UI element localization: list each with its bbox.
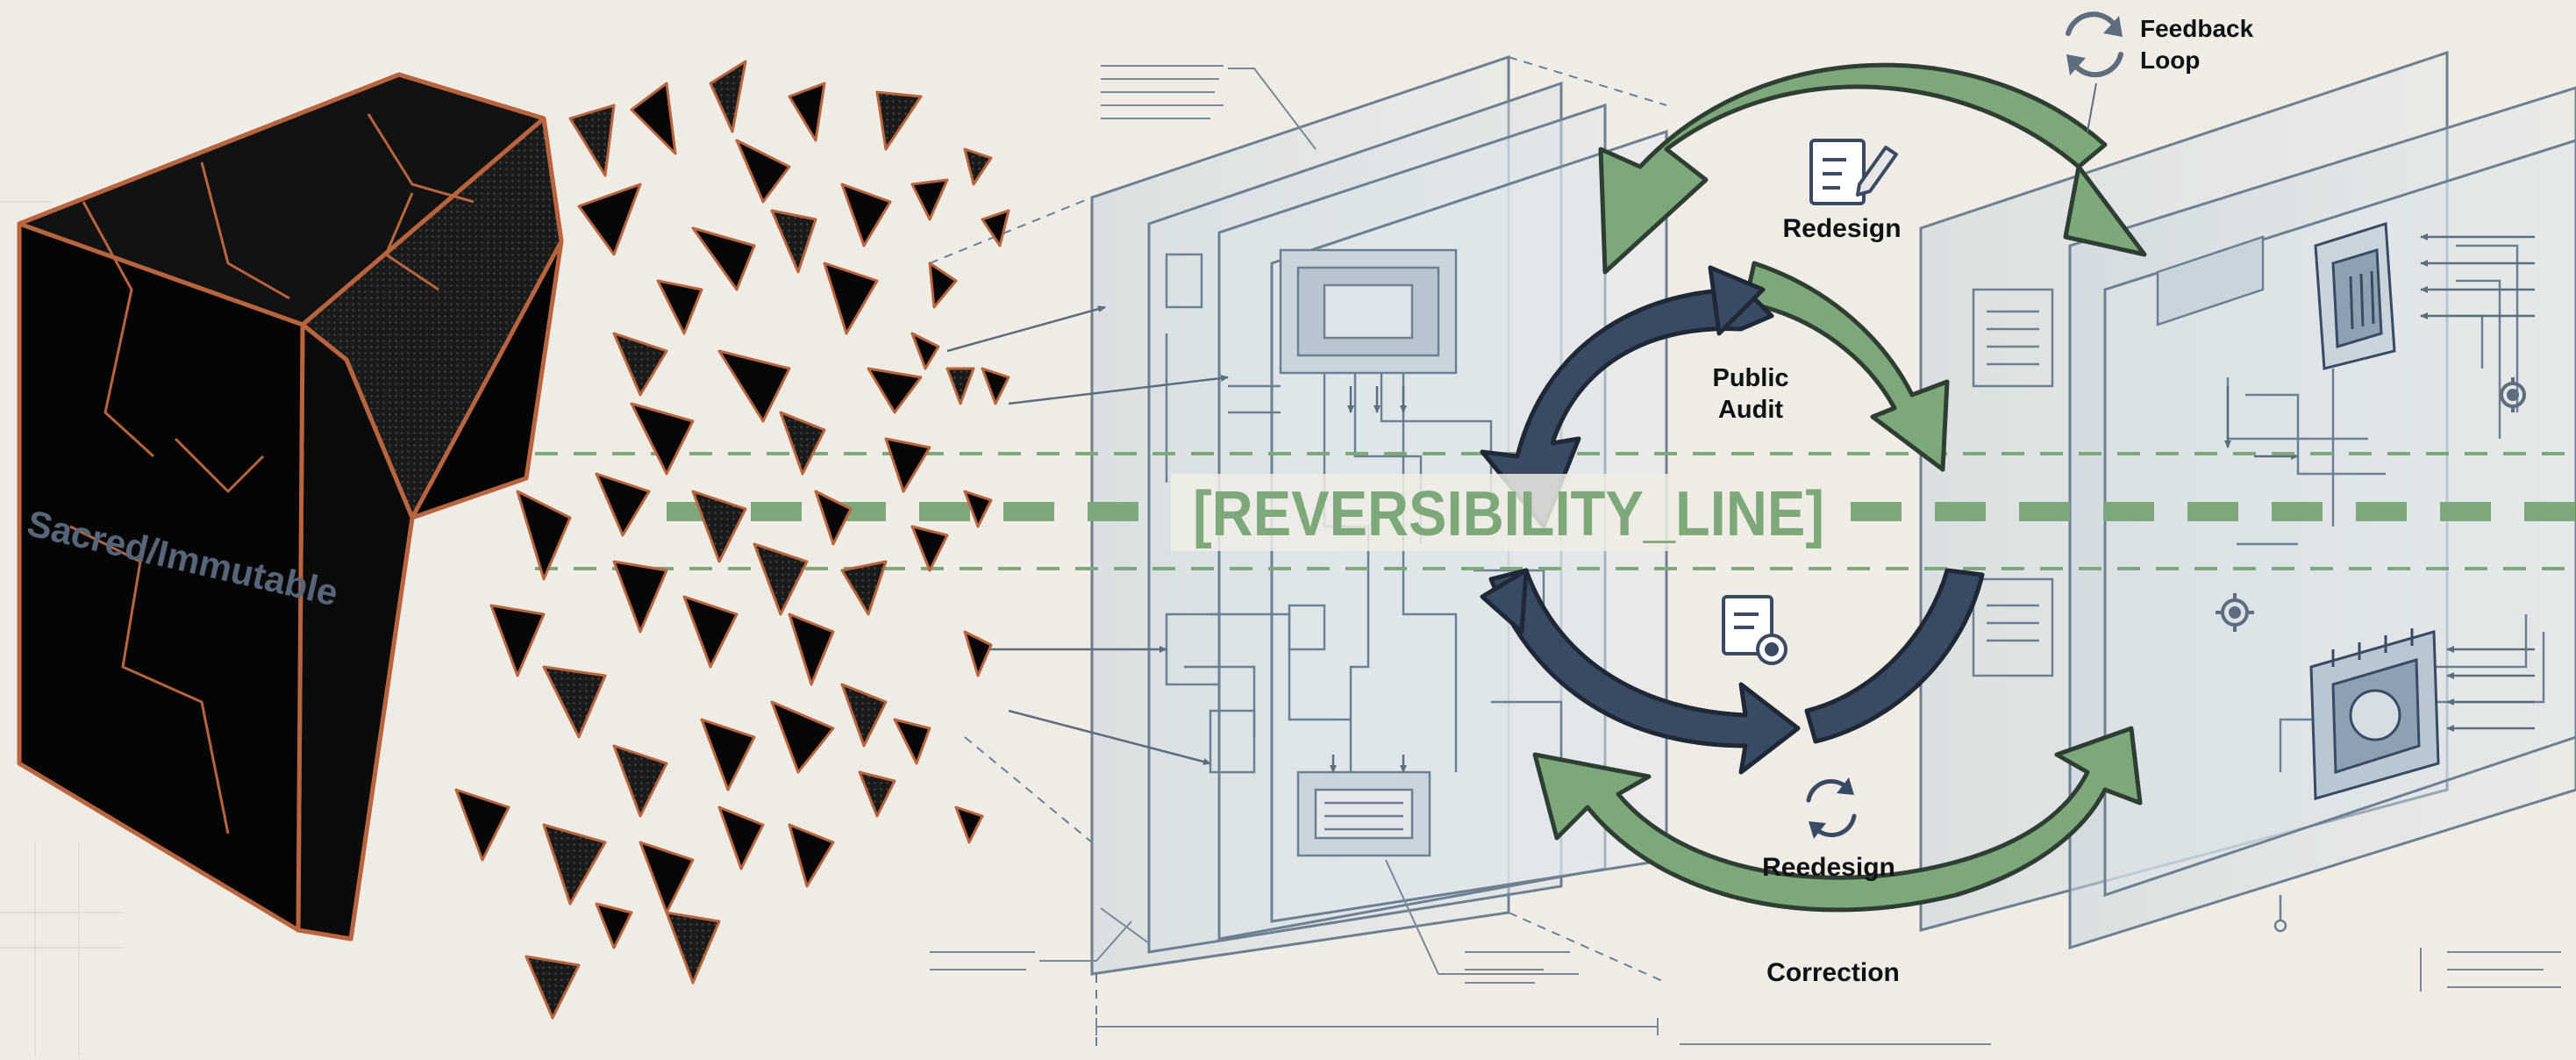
shard-fragment [770,209,817,274]
shard-fragment [709,60,747,133]
shard-fragment [489,604,546,677]
loop-label-correction: Correction [1766,958,1900,987]
shard-fragment [823,261,879,335]
gear-icon [2500,377,2526,412]
shard-fragment [788,82,826,142]
shard-fragment [910,178,949,221]
background-grid [0,201,123,1056]
shard-fragment [612,332,668,397]
shard-fragment [928,261,958,309]
shard-fragment [656,279,703,335]
gear-icon [2216,593,2254,632]
shard-fragment [516,490,572,581]
shard-fragment [665,911,721,985]
loop-label-audit: Audit [1718,396,1783,424]
shard-fragment [788,823,835,888]
shard-fragment [595,902,633,949]
blueprint-inner-modules [1165,248,1579,857]
shard-fragment [524,955,581,1020]
shard-fragment [612,744,668,818]
shard-fragments [454,60,1010,1020]
shard-fragment [884,437,931,493]
loop-arrow-green-bottom [1532,726,2143,913]
blueprint-panels-right [1919,50,2576,950]
feedback-label-line2: Loop [2140,47,2200,74]
document-gear-icon [1722,595,1788,665]
shard-fragment [963,630,993,677]
shard-fragment [595,472,651,537]
shard-fragment [867,367,923,414]
reversibility-label: [REVERSIBILITY_LINE] [1193,479,1824,549]
immutable-cube [17,72,564,942]
shard-fragment [717,806,765,870]
shard-fragment [840,683,888,748]
shard-fragment [630,402,695,476]
blueprint-arrows-left [946,305,1407,773]
shard-fragment [963,490,993,528]
loop-label-public: Public [1712,364,1788,392]
shard-fragment [682,595,739,669]
shard-fragment [779,411,826,476]
shard-fragment [840,560,888,616]
shard-fragment [858,770,896,818]
shard-fragment [630,82,677,155]
shard-fragment [612,560,668,634]
shard-fragment [875,90,923,151]
shard-fragment [770,700,835,774]
shard-fragment [717,349,791,423]
shard-fragment [577,183,642,256]
loop-label-reedesign: Reedesign [1762,853,1895,882]
shard-fragment [542,823,607,906]
reversibility-label-backdrop [1171,474,1846,551]
shard-fragment [945,367,975,405]
shard-fragment [954,806,984,844]
shard-fragment [963,147,993,186]
shard-fragment [910,525,949,572]
shard-fragment [691,226,756,291]
shard-fragment [735,139,791,204]
loop-arrow-green-top [1598,62,2147,275]
shard-fragment [454,788,510,862]
loop-arrow-green-right [1743,261,1950,472]
shard-fragment [753,542,809,616]
refresh-icon [1806,777,1857,839]
feedback-label-line1: Feedback [2140,15,2254,42]
annotation-lines [930,65,2561,1045]
shard-fragment [788,612,835,686]
loop-arrow-navy-bottom [1480,568,1985,775]
blueprint-dashed-guides [929,56,1667,1053]
loop-label-redesign: Redesign [1782,214,1901,243]
feedback-cycle-icon [2066,11,2123,78]
feedback-pointer [2087,82,2097,132]
shard-fragment [981,209,1010,247]
chip-icon [2309,628,2440,800]
shard-fragment [542,665,607,739]
shard-fragment [814,490,853,546]
shard-fragment [691,490,747,563]
shard-fragment [910,332,940,370]
document-pencil-icon [1809,139,1898,205]
shard-fragment [700,718,756,791]
shard-fragment [568,104,616,177]
shard-fragment [981,367,1010,405]
chip-icon [2314,222,2396,370]
shard-fragment [639,841,695,914]
shard-fragment [893,718,931,765]
shard-fragment [840,183,892,247]
